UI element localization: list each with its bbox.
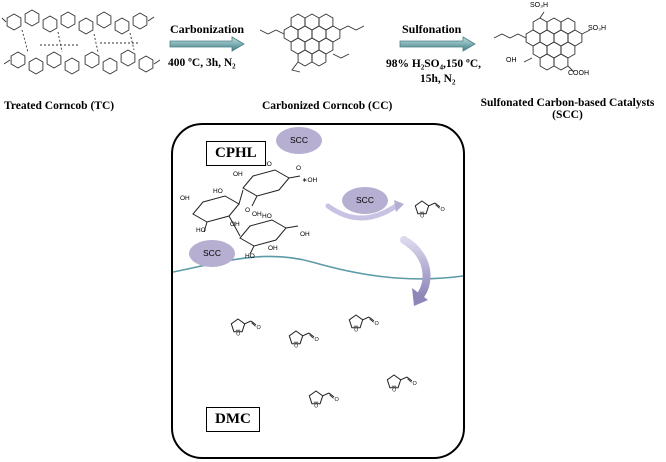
sulfonation-arrow xyxy=(399,36,476,52)
so3h-group-1: SO₃H xyxy=(530,2,549,9)
scc-label-line2: (SCC) xyxy=(552,109,583,121)
oh-group: OH xyxy=(506,57,517,64)
cphl-phase-label: CPHL xyxy=(206,141,266,166)
svg-text:HO: HO xyxy=(245,253,255,260)
svg-text:O: O xyxy=(245,207,250,214)
carbonization-conditions: 400 ºC, 3h, N₂ xyxy=(168,57,236,69)
scc-particle: SCC xyxy=(276,127,322,154)
tc-label: Treated Corncob (TC) xyxy=(4,100,115,112)
svg-text:HO: HO xyxy=(213,188,223,195)
reaction-arrow xyxy=(325,203,399,221)
sulfonation-conditions: 98% H₂SO₄,150 ºC, 15h, N₂ xyxy=(386,57,481,87)
svg-text:∗OH: ∗OH xyxy=(302,177,318,184)
cooh-group: COOH xyxy=(568,70,589,77)
scc-label: Sulfonated Carbon-based Catalysts (SCC) xyxy=(470,97,665,121)
svg-text:OH: OH xyxy=(300,231,310,238)
sulfonation-title: Sulfonation xyxy=(402,22,462,36)
transfer-arrow xyxy=(400,236,431,300)
dmc-phase-label: DMC xyxy=(206,407,260,432)
svg-text:OH: OH xyxy=(268,245,278,252)
tc-structure xyxy=(1,9,161,75)
svg-text:HO: HO xyxy=(196,227,206,234)
svg-text:OH: OH xyxy=(230,221,240,228)
carbonization-arrow xyxy=(169,36,245,52)
polysaccharide-structure xyxy=(192,169,301,255)
carbonization-title: Carbonization xyxy=(170,22,245,36)
sulfonation-conditions-line1: 98% H₂SO₄,150 ºC, xyxy=(386,58,482,70)
cc-structure xyxy=(259,13,365,73)
svg-text:OH: OH xyxy=(252,211,262,218)
scc-label-line1: Sulfonated Carbon-based Catalysts xyxy=(480,97,655,109)
svg-text:OH: OH xyxy=(233,171,243,178)
sulfonation-conditions-line2: 15h, N₂ xyxy=(420,73,456,85)
svg-text:HO: HO xyxy=(262,213,272,220)
so3h-group-2: SO₃H xyxy=(588,25,607,32)
cc-label: Carbonized Corncob (CC) xyxy=(262,100,393,112)
scc-structure xyxy=(493,11,591,73)
svg-text:OH: OH xyxy=(180,195,190,202)
scc-particle: SCC xyxy=(189,240,235,267)
svg-text:HO: HO xyxy=(262,161,272,168)
svg-text:O: O xyxy=(296,165,301,172)
scc-particle: SCC xyxy=(342,187,388,214)
